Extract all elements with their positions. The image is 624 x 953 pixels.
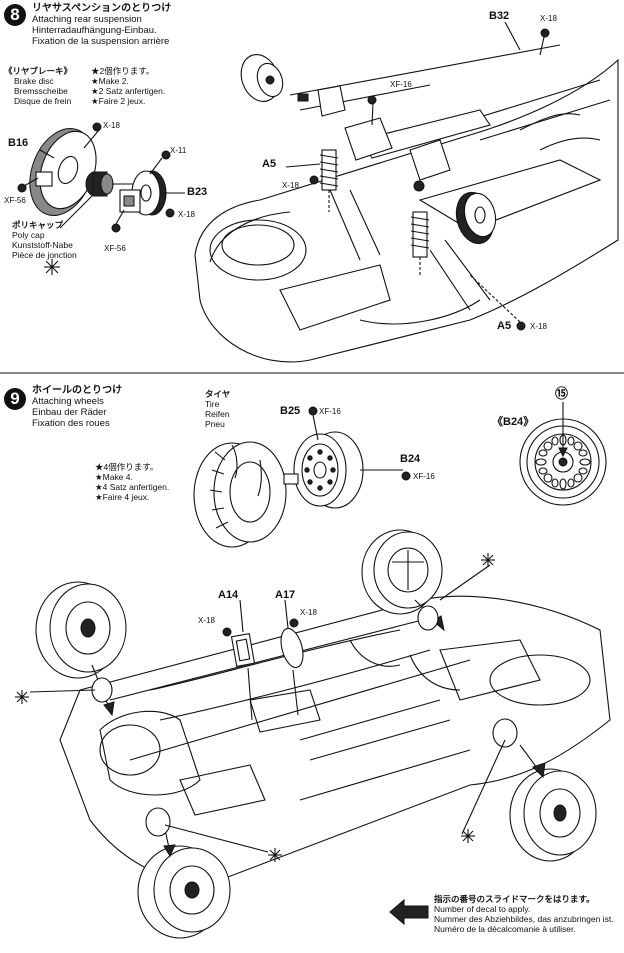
step8-title-fr: Fixation de la suspension arrière (32, 36, 170, 47)
label-b32: B32 (489, 10, 510, 22)
step9-make-en: ★Make 4. (95, 472, 133, 482)
brake-disc-subassembly (17, 122, 185, 275)
polycap-en: Poly cap (12, 230, 45, 240)
brake-disc-jp: 《リヤブレーキ》 (4, 66, 73, 76)
step9-make-fr: ★Faire 4 jeux. (95, 492, 150, 502)
step9-title-fr: Fixation des roues (32, 418, 110, 429)
step9-number: 9 (4, 388, 26, 410)
label-x18-b: X-18 (178, 210, 195, 219)
label-x18-a17: X-18 (300, 608, 317, 617)
brake-disc-en: Brake disc (14, 76, 54, 86)
step8-make-de: ★2 Satz anfertigen. (91, 86, 166, 96)
step8-title-jp: リヤサスペンションのとりつけ (32, 3, 172, 14)
label-a14: A14 (218, 589, 239, 601)
decal-number-15: ⑮ (555, 386, 569, 401)
label-x18-a: X-18 (103, 121, 120, 130)
brake-disc-fr: Disque de frein (14, 96, 72, 106)
step9-make-de: ★4 Satz anfertigen. (95, 482, 170, 492)
label-xf56-b: XF-56 (104, 244, 126, 253)
label-xf16-b24: XF-16 (413, 472, 435, 481)
label-b23: B23 (187, 186, 208, 198)
polycap-caption: ポリキャップ Poly cap Kunststoff-Nabe Pièce de… (12, 220, 77, 260)
step9-title-en: Attaching wheels (32, 396, 104, 407)
label-x18-a14: X-18 (198, 616, 215, 625)
decal-note-de: Nummer des Abziehbildes, das anzubringen… (434, 914, 614, 924)
label-x18-a5: X-18 (282, 181, 299, 190)
label-x18-a5r: X-18 (530, 322, 547, 331)
label-x11: X-11 (170, 146, 187, 155)
label-xf16-b25: XF-16 (319, 407, 341, 416)
decal-note-jp: 指示の番号のスライドマークをはります。 (434, 894, 595, 904)
step9-title-jp: ホイールのとりつけ (32, 385, 123, 396)
step9-heading: ホイールのとりつけ Attaching wheels Einbau der Rä… (32, 385, 122, 429)
decal-note-en: Number of decal to apply. (434, 904, 531, 914)
tire-fr: Pneu (205, 419, 225, 429)
label-xf56-a: XF-56 (4, 196, 26, 205)
step8-make-fr: ★Faire 2 jeux. (91, 96, 146, 106)
label-a5-right: A5 (497, 320, 512, 332)
decal-arrow-icon (389, 898, 429, 926)
brake-disc-caption: 《リヤブレーキ》 Brake disc Bremsscheibe Disque … (4, 66, 72, 106)
step8-make-en: ★Make 2. (91, 76, 129, 86)
polycap-de: Kunststoff-Nabe (12, 240, 73, 250)
step8-heading: リヤサスペンションのとりつけ Attaching rear suspension… (32, 3, 171, 47)
label-x18-top: X-18 (540, 14, 557, 23)
decal-note: 指示の番号のスライドマークをはります。 Number of decal to a… (434, 894, 614, 934)
label-b24: B24 (400, 453, 421, 465)
polycap-jp: ポリキャップ (12, 220, 64, 230)
chassis-with-wheels (15, 529, 611, 939)
label-a5-left: A5 (262, 158, 277, 170)
tire-en: Tire (205, 399, 220, 409)
tire-de: Reifen (205, 409, 230, 419)
step8-number: 8 (4, 4, 26, 26)
step8-title-en: Attaching rear suspension (32, 14, 142, 25)
polycap-fr: Pièce de jonction (12, 250, 77, 260)
label-b16: B16 (8, 137, 29, 149)
step9-make-note: ★4個作ります。 ★Make 4. ★4 Satz anfertigen. ★F… (95, 462, 169, 502)
b24-wheel-front-view (519, 402, 607, 506)
label-a17: A17 (275, 589, 296, 601)
decal-note-fr: Numéro de la décalcomanie à utiliser. (434, 924, 576, 934)
brake-disc-de: Bremsscheibe (14, 86, 68, 96)
tire-caption: タイヤ Tire Reifen Pneu (205, 389, 230, 429)
rear-suspension-chassis (194, 21, 619, 363)
tire-jp: タイヤ (205, 389, 231, 399)
step9-title-de: Einbau der Räder (32, 407, 107, 418)
label-b25: B25 (280, 405, 301, 417)
step8-make-note: ★2個作ります。 ★Make 2. ★2 Satz anfertigen. ★F… (91, 66, 165, 106)
step8-make-jp: ★2個作ります。 (91, 66, 155, 76)
label-b24-view: 《B24》 (492, 416, 535, 428)
label-xf16: XF-16 (390, 80, 412, 89)
tire-wheel-assembly (193, 406, 411, 548)
step9-make-jp: ★4個作ります。 (95, 462, 159, 472)
step8-title-de: Hinterradaufhängung-Einbau. (32, 25, 157, 36)
